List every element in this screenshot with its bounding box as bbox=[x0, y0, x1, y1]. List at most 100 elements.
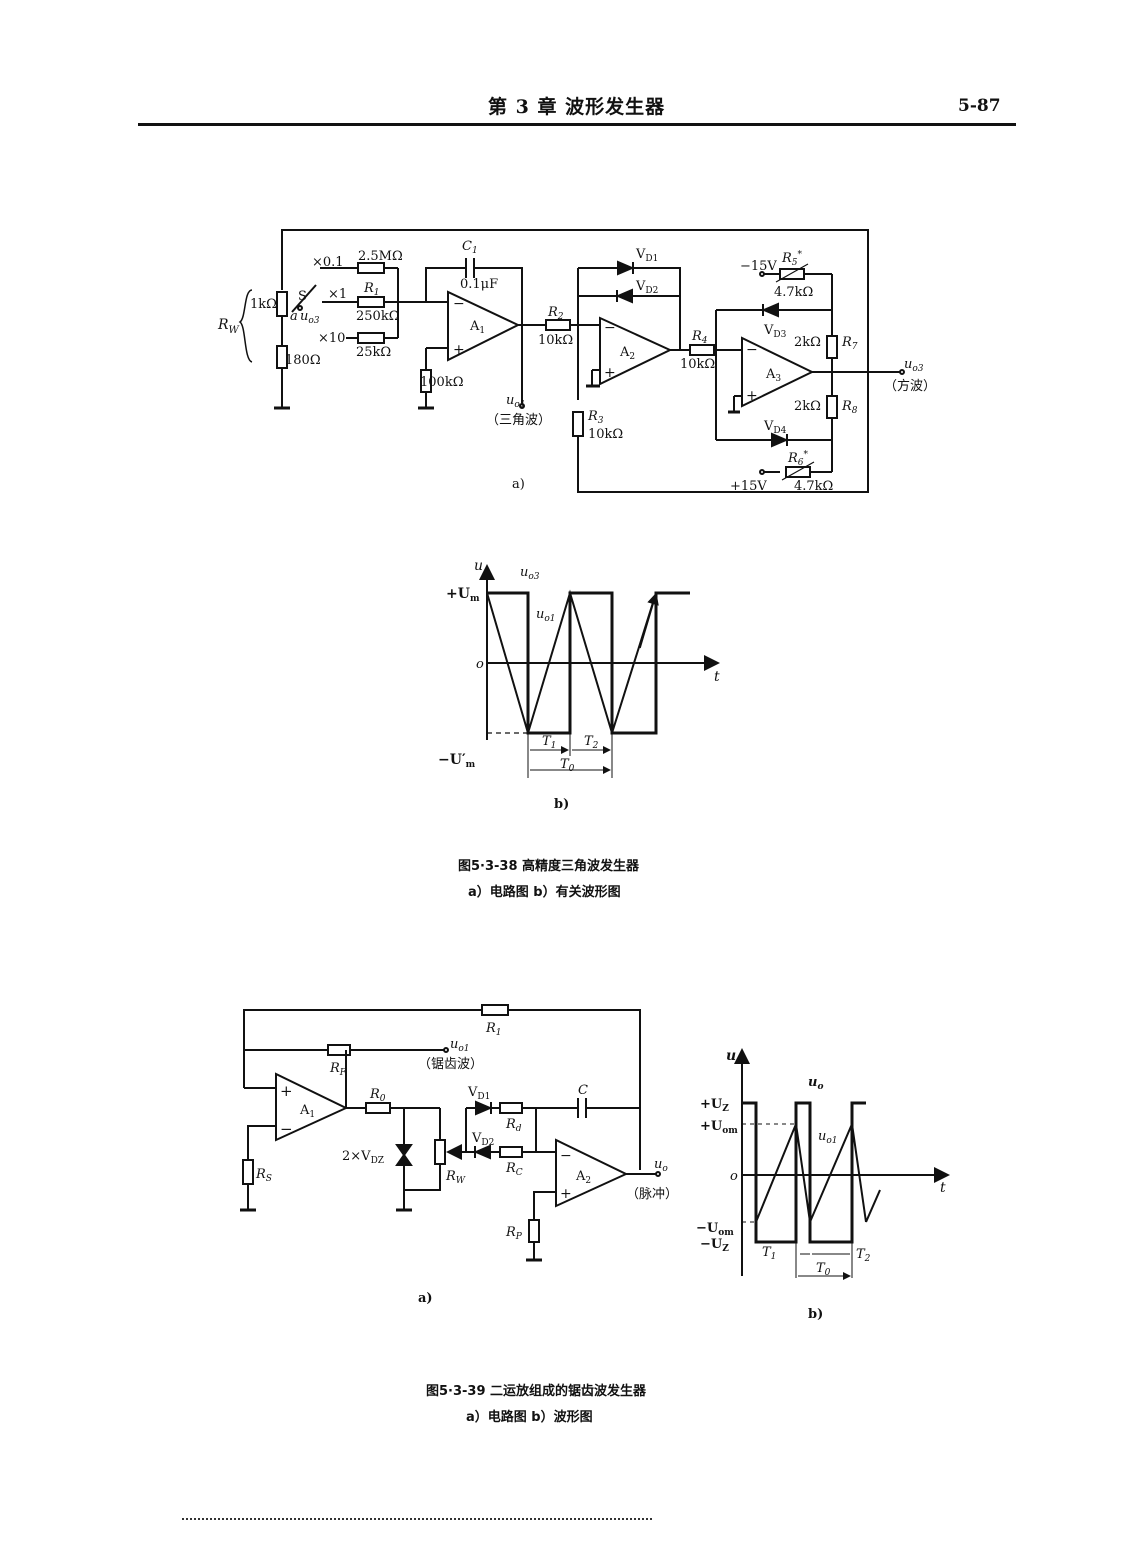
neg-uz-label: −UZ bbox=[700, 1237, 729, 1254]
uz-label: +UZ bbox=[700, 1097, 729, 1114]
neg-uom-label: −Uom bbox=[696, 1221, 734, 1238]
a2-minus: − bbox=[560, 1148, 572, 1164]
uo3-output-label: uo3 bbox=[904, 357, 924, 374]
r3-value: 10kΩ bbox=[588, 427, 623, 442]
r4-label: R4 bbox=[691, 329, 708, 346]
r7-label: R7 bbox=[841, 335, 858, 352]
u-axis-label: u bbox=[726, 1048, 736, 1064]
uo-label: uo bbox=[654, 1157, 668, 1174]
fig39-caption: 图5·3-39 二运放组成的锯齿波发生器 bbox=[426, 1384, 647, 1399]
uo3-wave-label: uo3 bbox=[520, 565, 540, 582]
r5-label: R5* bbox=[781, 250, 803, 268]
pos15-label: +15V bbox=[730, 479, 767, 494]
chapter-title: 第 3 章 波形发生器 bbox=[488, 96, 666, 118]
t0-label: T0 bbox=[560, 757, 575, 774]
uo3-switch-label: uo3 bbox=[300, 309, 320, 326]
fig39-subcaption: a）电路图 b）波形图 bbox=[466, 1410, 593, 1425]
pulse-label: （脉冲） bbox=[626, 1187, 678, 1202]
t-axis-label: t bbox=[940, 1180, 946, 1196]
a1-minus: − bbox=[453, 296, 465, 312]
r2-value: 10kΩ bbox=[538, 333, 573, 348]
origin-label: o bbox=[476, 657, 484, 672]
r-180-label: 180Ω bbox=[285, 353, 321, 368]
c1-value: 0.1μF bbox=[460, 277, 498, 292]
r-250k-label: 250kΩ bbox=[356, 309, 399, 324]
r-25k-label: 25kΩ bbox=[356, 345, 391, 360]
header-rule bbox=[138, 123, 1016, 126]
rw-label: RW bbox=[445, 1169, 466, 1186]
a3-minus: − bbox=[746, 342, 758, 358]
rd-label: Rd bbox=[505, 1117, 522, 1134]
uo1-label: uo1 bbox=[506, 393, 526, 410]
uo1-wave-label: uo1 bbox=[818, 1129, 838, 1146]
t1-label: T1 bbox=[542, 734, 556, 751]
rp-label: RP bbox=[505, 1225, 523, 1242]
uo-wave-label: uo bbox=[808, 1075, 823, 1092]
vd2-label: VD2 bbox=[635, 279, 658, 296]
switch-s-label: S bbox=[298, 289, 307, 304]
fig38-circuit bbox=[238, 229, 905, 493]
a2-label: A2 bbox=[575, 1169, 591, 1186]
a2-label: A2 bbox=[619, 345, 635, 362]
t-axis-label: t bbox=[714, 669, 720, 685]
neg-um-label: −U′m bbox=[438, 752, 476, 770]
um-label: +Um bbox=[446, 586, 480, 604]
fig38-caption: 图5·3-38 高精度三角波发生器 bbox=[458, 859, 640, 874]
vd3-label: VD3 bbox=[763, 323, 787, 340]
fig38-subcaption: a）电路图 b）有关波形图 bbox=[468, 885, 621, 900]
vd1-label: VD1 bbox=[635, 247, 658, 264]
r1-label: R1 bbox=[485, 1021, 502, 1038]
vdz-label: 2×VDZ bbox=[342, 1149, 384, 1166]
fig39a-label: a) bbox=[418, 1291, 433, 1306]
fig39-waveform bbox=[734, 1048, 950, 1280]
r8-label: R8 bbox=[841, 399, 858, 416]
t2-label: T2 bbox=[856, 1247, 871, 1264]
rf-label: RF bbox=[329, 1061, 347, 1078]
fig38-circuit-labels: RW 1kΩ 180Ω S a uo3 ×0.1 ×1 ×10 2.5MΩ R1… bbox=[217, 239, 936, 494]
c-label: C bbox=[578, 1083, 588, 1098]
a3-label: A3 bbox=[765, 367, 781, 384]
r-25m-label: 2.5MΩ bbox=[358, 249, 403, 264]
vd1-label: VD1 bbox=[467, 1085, 490, 1102]
rc-label: RC bbox=[505, 1161, 523, 1178]
r2-label: R2 bbox=[547, 305, 564, 322]
a2-minus: − bbox=[604, 320, 616, 336]
neg15-label: −15V bbox=[740, 259, 777, 274]
fig38-waveform bbox=[479, 564, 720, 778]
r-100k-label: 100kΩ bbox=[420, 375, 463, 390]
rw-label: RW bbox=[217, 317, 240, 336]
a2-plus: + bbox=[604, 365, 616, 381]
node-a-label: a bbox=[290, 309, 298, 324]
vd4-label: VD4 bbox=[763, 419, 787, 436]
r0-label: R0 bbox=[369, 1087, 386, 1104]
r1-label: R1 bbox=[363, 281, 380, 298]
r-1k-label: 1kΩ bbox=[250, 297, 277, 312]
uo1-wave-label: uo1 bbox=[536, 607, 556, 624]
fig39-waveform-labels: u uo +UZ +Uom uo1 o t −Uom −UZ T1 T0 T2 … bbox=[696, 1048, 946, 1322]
a2-plus: + bbox=[560, 1186, 572, 1202]
t0-label: T0 bbox=[816, 1261, 831, 1278]
triangle-label: （三角波） bbox=[486, 413, 551, 428]
fig39b-label: b) bbox=[808, 1307, 823, 1322]
r6-value: 4.7kΩ bbox=[794, 479, 833, 494]
a1-label: A1 bbox=[299, 1103, 315, 1120]
rs-label: RS bbox=[255, 1167, 272, 1184]
a1-plus: + bbox=[453, 342, 465, 358]
a3-plus: + bbox=[746, 388, 758, 404]
sawtooth-label: （锯齿波） bbox=[418, 1057, 483, 1072]
fig38a-label: a) bbox=[512, 477, 525, 492]
c1-label: C1 bbox=[462, 239, 478, 256]
r8-value: 2kΩ bbox=[794, 399, 821, 414]
t1-label: T1 bbox=[762, 1245, 776, 1262]
origin-label: o bbox=[730, 1169, 738, 1184]
square-label: （方波） bbox=[884, 378, 936, 394]
uo1-label: uo1 bbox=[450, 1037, 470, 1054]
a1-minus: − bbox=[280, 1120, 293, 1138]
uom-label: +Uom bbox=[700, 1119, 738, 1136]
a1-plus: + bbox=[280, 1082, 293, 1100]
x10-label: ×10 bbox=[318, 331, 345, 346]
r6-label: R6* bbox=[787, 450, 809, 468]
fig38b-label: b) bbox=[554, 797, 569, 812]
a1-label: A1 bbox=[469, 319, 485, 336]
x01-label: ×0.1 bbox=[312, 255, 344, 270]
